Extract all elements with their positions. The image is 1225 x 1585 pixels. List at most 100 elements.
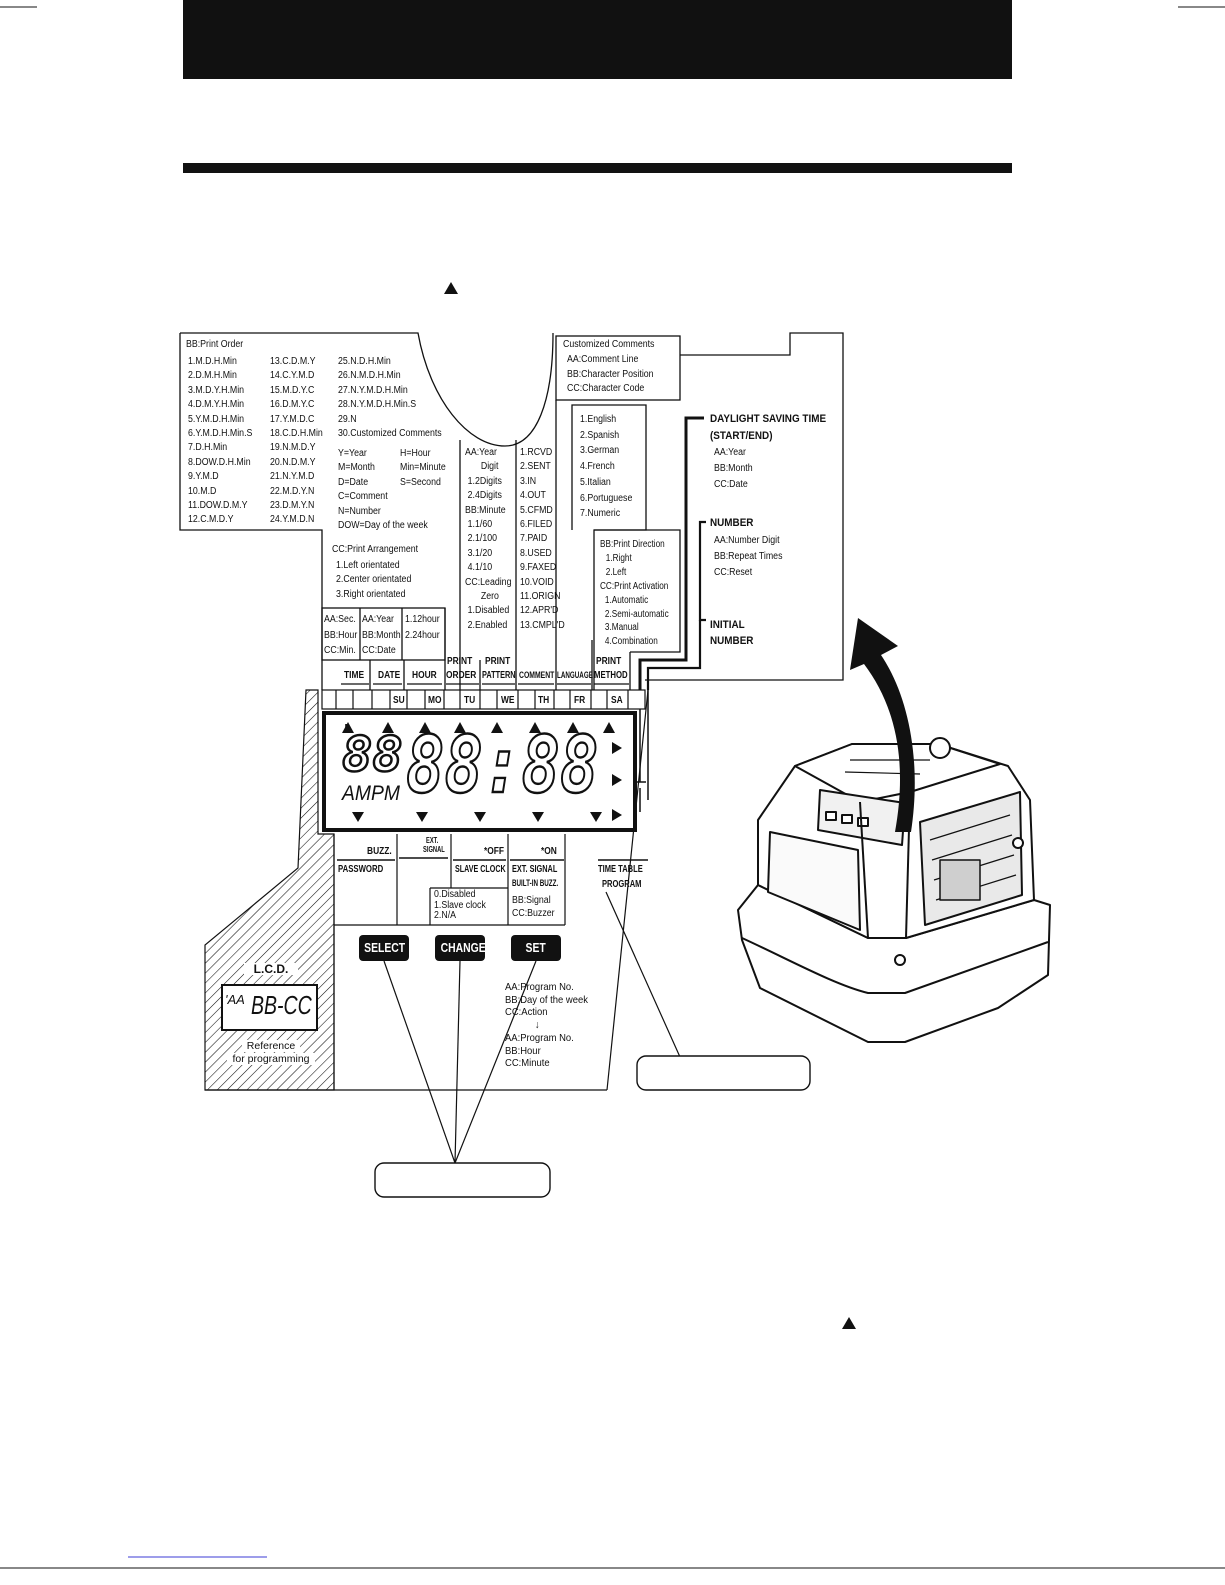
day-row-grid: [321, 689, 646, 710]
lcd-small-digits: 88: [341, 727, 404, 783]
list-item: 1.English: [580, 414, 617, 425]
list-item: 2.N/A: [434, 910, 457, 921]
list-item: 6.Y.M.D.H.Min.S: [188, 428, 253, 439]
list-item: CC:Character Code: [567, 383, 645, 394]
list-item: 28.N.Y.M.D.H.Min.S: [338, 399, 417, 411]
label-buzz: BUZZ.: [367, 845, 392, 857]
print-arrangement-title: CC:Print Arrangement: [332, 544, 419, 555]
list-item: CC:Reset: [714, 567, 753, 578]
list-item: 10.VOID: [520, 576, 554, 588]
label-language: LANGUAGE: [557, 670, 593, 681]
list-item: CC:Leading: [465, 576, 512, 588]
day-th: TH: [538, 694, 550, 706]
list-item: AA:Sec.: [324, 614, 356, 625]
list-item: BB:Hour: [505, 1044, 541, 1057]
list-item: AA:Year: [714, 447, 746, 458]
list-item: 14.C.Y.M.D: [270, 370, 315, 382]
list-item: 2.24hour: [405, 629, 440, 641]
lcd-display: [322, 711, 637, 832]
lcd-big-digits: 88:88: [405, 721, 600, 811]
list-item: 27.N.Y.M.D.H.Min: [338, 384, 408, 396]
list-item: 4.Combination: [604, 636, 658, 648]
lcd-reference-caption-2: for programming: [227, 1053, 315, 1065]
list-item: 5.Y.M.D.H.Min: [188, 413, 245, 425]
list-item: 4.1/10: [467, 562, 493, 574]
list-item: 15.M.D.Y.C: [270, 384, 315, 396]
list-item: 3.M.D.Y.H.Min: [188, 384, 245, 396]
select-button[interactable]: SELECT: [359, 935, 409, 961]
list-item: S=Second: [400, 476, 441, 488]
list-item: 1.Automatic: [604, 594, 649, 606]
list-item: C=Comment: [338, 491, 388, 503]
list-item: AA:Comment Line: [567, 354, 639, 365]
list-item: 18.C.D.H.Min: [270, 428, 323, 439]
list-item: 17.Y.M.D.C: [270, 413, 315, 425]
lcd-reference-box: [221, 984, 318, 1031]
list-item: M=Month: [338, 462, 375, 474]
list-item: 12.C.M.D.Y: [188, 514, 234, 526]
label-print-order-1: PRINT: [447, 655, 473, 667]
list-item: 1.Slave clock: [434, 899, 486, 911]
list-item: 4.OUT: [520, 490, 546, 502]
change-button[interactable]: CHANGE: [435, 935, 486, 961]
label-print-pattern-1: PRINT: [485, 655, 511, 667]
list-item: 6.Portuguese: [580, 492, 633, 504]
list-item: BB:Day of the week: [505, 993, 588, 1006]
list-item: CC:Print Activation: [600, 580, 669, 592]
daylight-subtitle: (START/END): [710, 430, 773, 442]
list-item: 1.Disabled: [467, 605, 510, 617]
list-item: BB:Character Position: [567, 368, 654, 380]
list-item: 4.French: [580, 461, 615, 473]
label-print-method-2: METHOD: [594, 669, 628, 681]
label-time: TIME: [344, 669, 365, 681]
list-item: 12.APR'D: [520, 605, 559, 617]
list-item: 1.12hour: [405, 614, 440, 625]
up-triangle-icon: [842, 1317, 856, 1329]
label-date: DATE: [378, 669, 401, 681]
list-item: 2.D.M.H.Min: [188, 370, 237, 382]
header-rule: [183, 163, 1012, 173]
list-item: 9.Y.M.D: [188, 471, 219, 483]
list-item: 3.Right orientated: [336, 588, 406, 600]
list-item: 22.M.D.Y.N: [270, 485, 315, 497]
day-mo: MO: [428, 694, 442, 706]
day-su: SU: [393, 694, 405, 706]
list-item: 2.Left: [605, 566, 627, 578]
list-item: 11.ORIGN: [520, 591, 561, 602]
list-item: N=Number: [338, 505, 381, 517]
list-item: 7.Numeric: [580, 508, 621, 520]
label-slave-clock: SLAVE CLOCK: [455, 863, 506, 875]
list-item: 7.D.H.Min: [188, 442, 228, 454]
list-item: 30.Customized Comments: [338, 428, 442, 439]
list-item: 21.N.Y.M.D: [270, 471, 315, 483]
list-item: BB:Month: [714, 463, 753, 474]
list-item: 16.D.M.Y.C: [270, 399, 315, 411]
list-item: Min=Minute: [400, 462, 446, 474]
select-button-label: SELECT: [364, 940, 406, 955]
list-item: CC:Buzzer: [512, 908, 555, 919]
lcd-reference-small: 'AA: [225, 992, 245, 1007]
list-item: CC:Action: [505, 1006, 548, 1019]
lcd-reference-caption-1: Reference: [242, 1040, 300, 1052]
list-item: 1.2Digits: [467, 475, 502, 487]
list-item: 9.FAXED: [520, 562, 557, 574]
set-button[interactable]: SET: [511, 935, 561, 961]
list-item: 1.1/60: [467, 519, 493, 530]
list-item: DOW=Day of the week: [338, 520, 428, 531]
list-item: 6.FILED: [520, 519, 553, 530]
list-item: H=Hour: [400, 448, 431, 459]
list-item: CC:Date: [362, 645, 396, 656]
list-item: CC:Min.: [324, 645, 356, 656]
label-print-order-2: ORDER: [446, 669, 477, 681]
day-fr: FR: [574, 694, 586, 706]
list-item: 2.SENT: [520, 461, 551, 473]
list-item: BB:Month: [362, 629, 401, 641]
list-item: 7.PAID: [520, 533, 548, 545]
function-brackets: [638, 416, 706, 690]
list-item: 4.D.M.Y.H.Min: [188, 399, 245, 411]
day-sa: SA: [611, 694, 623, 706]
list-item: CC:Date: [714, 479, 748, 490]
list-item: 0.Disabled: [434, 889, 476, 900]
label-built-in-buzz: BUILT-IN BUZZ.: [512, 878, 559, 889]
